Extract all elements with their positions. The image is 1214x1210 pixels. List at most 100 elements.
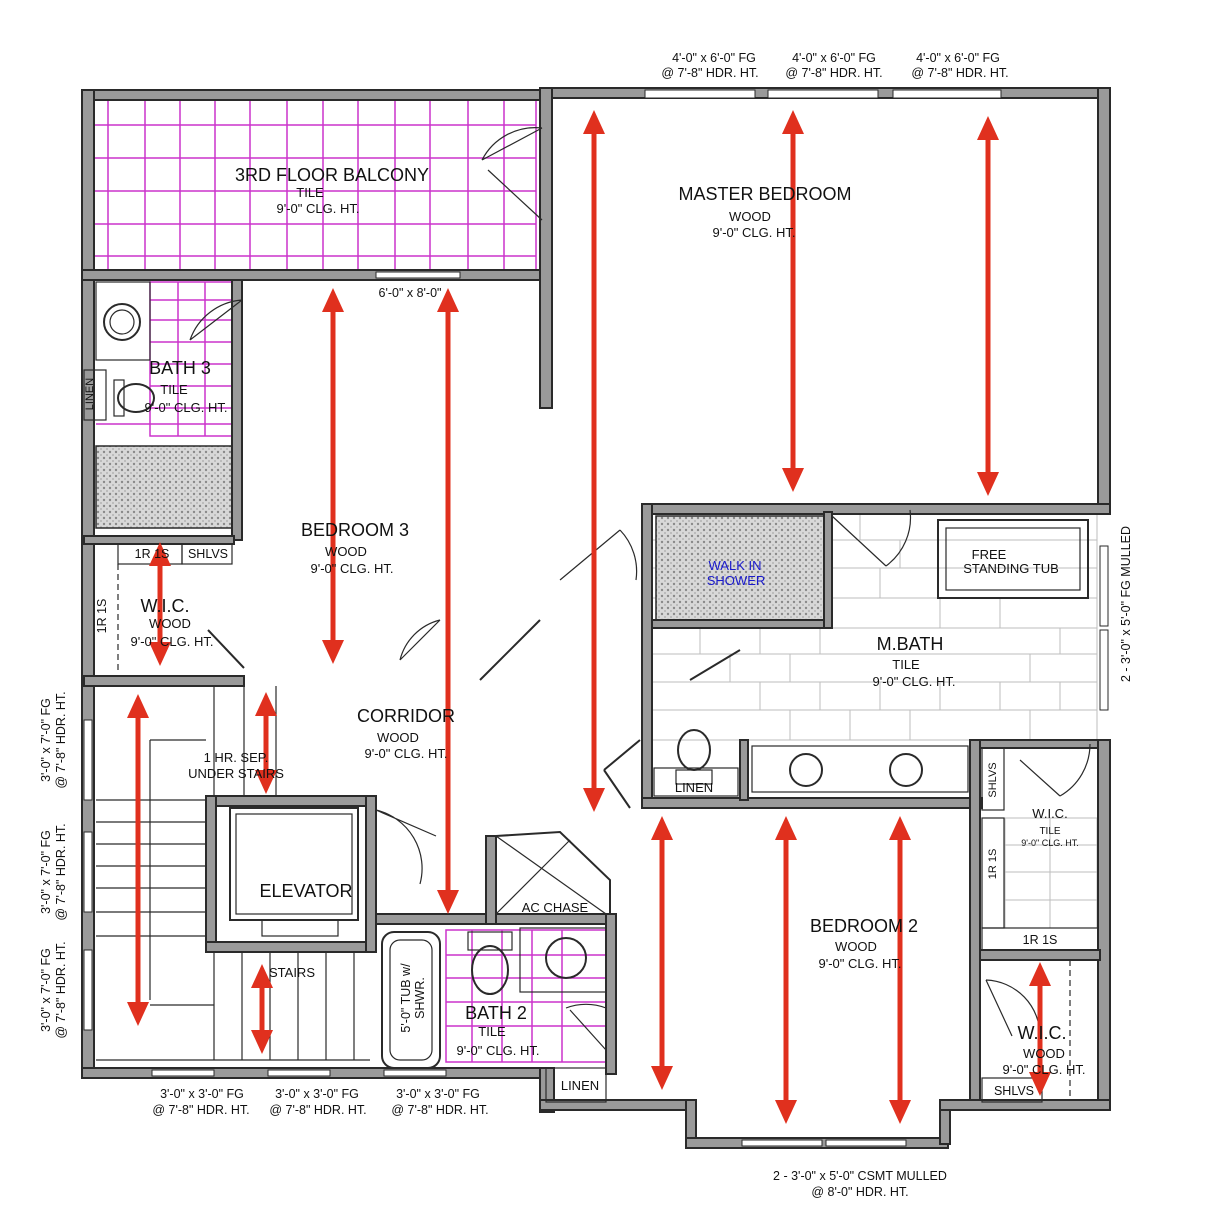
window-right-label: 2 - 3'-0" x 5'-0" FG MULLED xyxy=(1119,526,1133,682)
corridor-finish: WOOD xyxy=(377,730,419,745)
stairs xyxy=(96,686,370,1061)
balcony-ceiling: 9'-0" CLG. HT. xyxy=(277,201,360,216)
window-bottom-2a: 3'-0" x 3'-0" FG xyxy=(275,1087,359,1101)
window-top-2a: 4'-0" x 6'-0" FG xyxy=(792,51,876,65)
arrow-master-right xyxy=(977,116,999,496)
master-ceiling: 9'-0" CLG. HT. xyxy=(713,225,796,240)
mbath-toilet-icon xyxy=(677,729,711,771)
window-top-2b: @ 7'-8" HDR. HT. xyxy=(785,66,882,80)
shlvs-left-label: SHLVS xyxy=(188,547,228,561)
bath3-tile-grid xyxy=(96,281,235,437)
tub-bath2-label-2: SHWR. xyxy=(413,977,427,1019)
wic-br2-name: W.I.C. xyxy=(1018,1023,1067,1043)
mbath-sink-right-icon xyxy=(889,753,923,787)
walk-in-shower-pan xyxy=(655,515,825,625)
bath2-ceiling: 9'-0" CLG. HT. xyxy=(457,1043,540,1058)
bath3-finish: TILE xyxy=(160,382,188,397)
window-openings xyxy=(83,89,1109,1147)
wic-left-finish: WOOD xyxy=(149,616,191,631)
tub-label-2: STANDING TUB xyxy=(963,561,1059,576)
mbath-finish: TILE xyxy=(892,657,920,672)
tub-bath2-label-1: 5'-0" TUB w/ xyxy=(399,963,413,1033)
balcony-tile-grid xyxy=(83,93,537,273)
wic-left-ceiling: 9'-0" CLG. HT. xyxy=(131,634,214,649)
window-bottom-3b: @ 7'-8" HDR. HT. xyxy=(391,1103,488,1117)
under-stairs-label-2: UNDER STAIRS xyxy=(188,766,284,781)
bath2-tub-icon xyxy=(381,931,441,1069)
bath3-ceiling: 9'-0" CLG. HT. xyxy=(145,400,228,415)
arrow-bedroom2-mid xyxy=(775,816,797,1124)
bath3-sink-icon xyxy=(103,303,141,341)
wic-mbath-finish: TILE xyxy=(1039,826,1060,837)
arrow-stairs-left xyxy=(127,694,149,1026)
master-finish: WOOD xyxy=(729,209,771,224)
arrow-wic-br2 xyxy=(1029,962,1051,1096)
stairs-label: STAIRS xyxy=(269,965,315,980)
arrow-bedroom3-left xyxy=(322,288,344,664)
window-left-1a: 3'-0" x 7'-0" FG xyxy=(39,698,53,782)
arrow-stairs-upper xyxy=(255,692,277,794)
wic-mbath-name: W.I.C. xyxy=(1032,806,1067,821)
window-bottom-1a: 3'-0" x 3'-0" FG xyxy=(160,1087,244,1101)
rs-left-side-label: 1R 1S xyxy=(95,599,109,634)
doors xyxy=(189,127,1091,1051)
elevator-name: ELEVATOR xyxy=(259,881,352,901)
window-left-3b: @ 7'-8" HDR. HT. xyxy=(54,941,68,1038)
bath3-name: BATH 3 xyxy=(149,358,211,378)
window-bottom-br2a: 2 - 3'-0" x 5'-0" CSMT MULLED xyxy=(773,1169,947,1183)
linen-mbath-label: LINEN xyxy=(675,780,713,795)
mbath-sink-left-icon xyxy=(789,753,823,787)
tub-label-1: FREE xyxy=(972,547,1007,562)
balcony-finish: TILE xyxy=(296,185,324,200)
rs-br2-label: 1R 1S xyxy=(1023,933,1058,947)
wic-left-name: W.I.C. xyxy=(141,596,190,616)
bedroom3-name: BEDROOM 3 xyxy=(301,520,409,540)
shlvs-br2-label: SHLVS xyxy=(994,1084,1034,1098)
freestanding-tub-icon xyxy=(937,519,1089,599)
linen-bath3-label: LINEN xyxy=(84,378,96,410)
bath2-sink-icon xyxy=(545,937,587,979)
bath2-name: BATH 2 xyxy=(465,1003,527,1023)
bath3-shower-pan xyxy=(95,445,233,529)
arrow-master-mid xyxy=(782,110,804,492)
wic-mbath-ceiling: 9'-0" CLG. HT. xyxy=(1021,838,1078,848)
arrow-bedroom2-left xyxy=(651,816,673,1090)
window-top-3a: 4'-0" x 6'-0" FG xyxy=(916,51,1000,65)
arrow-master-left xyxy=(583,110,605,812)
bath2-tile-grid xyxy=(445,929,607,1063)
rs-mbath-label: 1R 1S xyxy=(987,849,999,880)
mbath-name: M.BATH xyxy=(877,634,944,654)
window-left-2b: @ 7'-8" HDR. HT. xyxy=(54,823,68,920)
wic-br2-ceiling: 9'-0" CLG. HT. xyxy=(1003,1062,1086,1077)
walk-in-shower-label-2: SHOWER xyxy=(707,573,766,588)
window-left-2a: 3'-0" x 7'-0" FG xyxy=(39,830,53,914)
bath3-toilet-icon xyxy=(117,383,155,413)
ac-chase-label: AC CHASE xyxy=(522,900,589,915)
window-top-3b: @ 7'-8" HDR. HT. xyxy=(911,66,1008,80)
arrow-bedroom3-right xyxy=(437,288,459,914)
window-bottom-3a: 3'-0" x 3'-0" FG xyxy=(396,1087,480,1101)
window-left-1b: @ 7'-8" HDR. HT. xyxy=(54,691,68,788)
bath2-vanity xyxy=(519,927,607,993)
bedroom3-finish: WOOD xyxy=(325,544,367,559)
mbath-ceiling: 9'-0" CLG. HT. xyxy=(873,674,956,689)
dimension-arrows xyxy=(127,110,1051,1124)
window-top-1b: @ 7'-8" HDR. HT. xyxy=(661,66,758,80)
arrow-wic-left xyxy=(149,542,171,666)
balcony-name: 3RD FLOOR BALCONY xyxy=(235,165,429,185)
window-left-3a: 3'-0" x 7'-0" FG xyxy=(39,948,53,1032)
master-name: MASTER BEDROOM xyxy=(678,184,851,204)
bedroom3-ceiling: 9'-0" CLG. HT. xyxy=(311,561,394,576)
elevator-car xyxy=(229,807,359,921)
corridor-name: CORRIDOR xyxy=(357,706,455,726)
bedroom2-ceiling: 9'-0" CLG. HT. xyxy=(819,956,902,971)
bedroom2-finish: WOOD xyxy=(835,939,877,954)
bath3-vanity xyxy=(95,281,151,361)
arrow-bedroom2-right xyxy=(889,816,911,1124)
wic-br2-finish: WOOD xyxy=(1023,1046,1065,1061)
walk-in-shower-label-1: WALK IN xyxy=(709,558,762,573)
bedroom2-name: BEDROOM 2 xyxy=(810,916,918,936)
window-bottom-1b: @ 7'-8" HDR. HT. xyxy=(152,1103,249,1117)
window-bottom-2b: @ 7'-8" HDR. HT. xyxy=(269,1103,366,1117)
